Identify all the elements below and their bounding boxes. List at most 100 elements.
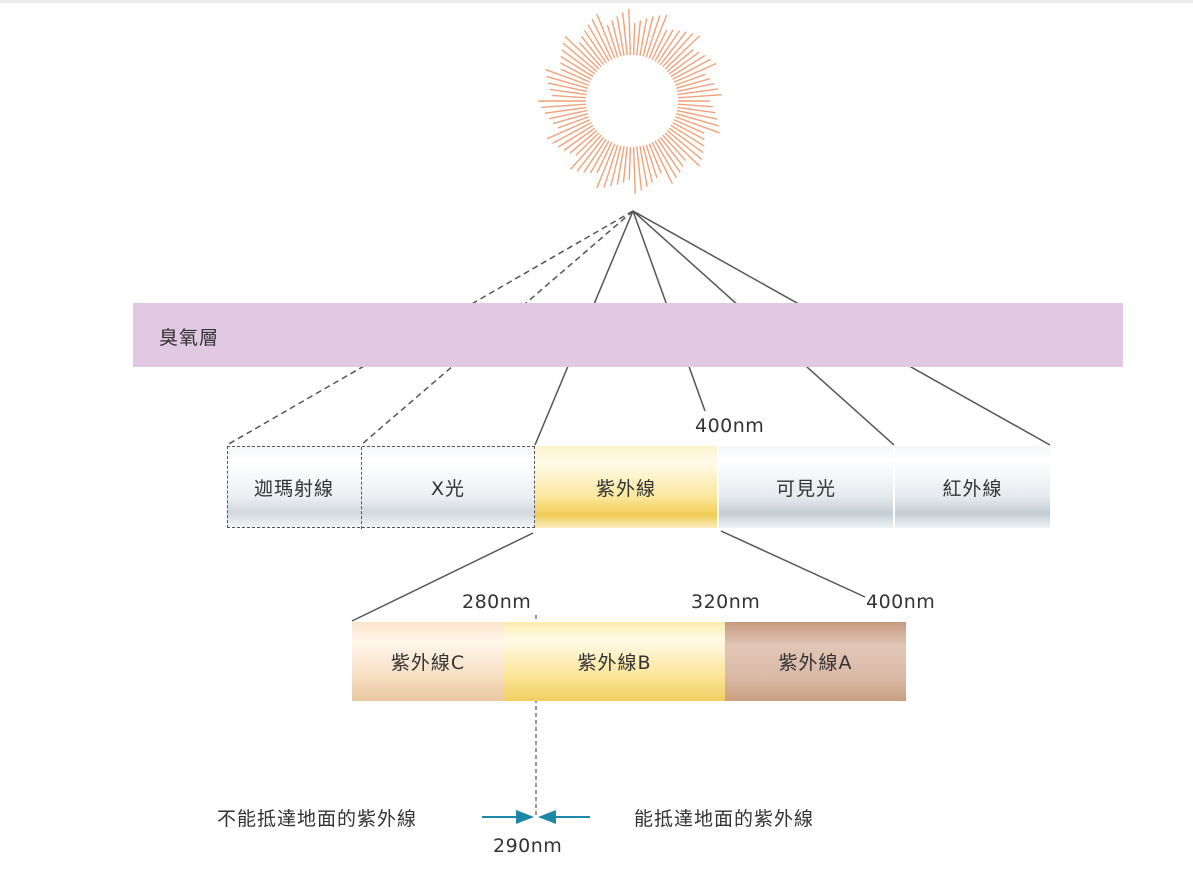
spectrum-segment-infrared: 紅外線 (895, 446, 1050, 528)
sun-ray (606, 24, 619, 58)
ground-boundary-arrows (482, 810, 590, 824)
sun-ray (673, 119, 705, 134)
sun-ray (557, 124, 594, 148)
top-frame-border (0, 0, 1193, 3)
sun-ray (673, 62, 717, 83)
sun-ray (569, 134, 602, 170)
sun-ray (636, 146, 643, 191)
sun-ray (580, 35, 605, 66)
sun-ray (642, 16, 654, 57)
label-400nm-visible: 400nm (695, 415, 765, 437)
sun-ray (564, 35, 600, 70)
sun-ray (657, 30, 681, 64)
sun-ray (596, 13, 616, 59)
sun-ray (672, 58, 711, 81)
sun-ray (561, 49, 596, 75)
sun-ray (664, 35, 701, 70)
spectrum-segment-gamma-xray (227, 446, 535, 529)
sun-ray (596, 142, 613, 174)
sun-core (588, 57, 676, 145)
sun-ray (668, 51, 700, 75)
label-290nm: 290nm (493, 835, 563, 857)
sun-ray (632, 23, 636, 56)
dashed-separator (361, 447, 362, 529)
sun-ray (677, 94, 722, 99)
uv-c-label: 紫外線C (390, 652, 466, 674)
sun-icon (538, 9, 722, 194)
cannot-reach-ground-note: 不能抵達地面的紫外線 (217, 808, 418, 830)
sun-ray (670, 54, 706, 78)
spectrum-label-visible: 可見光 (775, 477, 836, 500)
uv-c-band: 紫外線C (352, 622, 504, 701)
uv-b-band: 紫外線B (504, 622, 725, 701)
sun-ray (632, 146, 636, 194)
sun-ray (578, 41, 602, 68)
sun-ray (591, 18, 613, 60)
sun-ray (622, 12, 628, 56)
spectrum-segment-uv: 紫外線 (535, 446, 717, 528)
sun-ray (642, 145, 654, 183)
sun-ray (545, 68, 590, 86)
zoom-line-right (720, 530, 866, 598)
sun-ray (648, 14, 668, 59)
sun-ray (657, 138, 681, 173)
sun-ray (576, 136, 605, 172)
sun-ray (563, 127, 596, 151)
sun-ray (677, 103, 713, 108)
sun-ray (676, 78, 711, 89)
sun-ray (611, 20, 622, 57)
spectrum-segment-xray: X光 (361, 446, 535, 528)
sun-ray (587, 24, 610, 62)
label-280nm: 280nm (462, 591, 532, 613)
label-400nm-uva: 400nm (866, 591, 936, 613)
arrow-right-icon (516, 810, 534, 824)
can-reach-ground-note: 能抵達地面的紫外線 (634, 808, 815, 830)
sun-ray (622, 146, 628, 183)
sun-ray (560, 68, 591, 83)
arrow-left-icon (538, 810, 556, 824)
sun-ray (562, 42, 598, 72)
sun-ray (662, 32, 694, 68)
sun-ray (666, 130, 703, 161)
sun-ray (569, 130, 598, 154)
sun-ray (636, 20, 642, 56)
sun-ray (552, 94, 587, 99)
sun-ray (654, 140, 678, 179)
sun-ray (547, 82, 588, 93)
sun-ray (674, 116, 720, 134)
sun-ray (628, 9, 632, 56)
sun-ray (575, 132, 600, 156)
sun-ray (610, 145, 622, 187)
uv-b-label: 紫外線B (577, 652, 652, 674)
sun-ray (672, 121, 705, 141)
spectrum-label-infrared: 紅外線 (942, 477, 1003, 500)
sun-ray (544, 106, 587, 114)
sun-ray (639, 18, 648, 56)
sun-ray (552, 121, 592, 144)
sun-ray (645, 15, 661, 58)
sun-ray (670, 124, 705, 147)
spectrum-segment-gamma: 迦瑪射線 (227, 446, 361, 528)
sun-ray (664, 132, 701, 167)
sun-ray (676, 113, 719, 127)
sun-ray (639, 146, 648, 187)
spectrum-label-xray: X光 (430, 477, 466, 500)
sun-ray (560, 55, 594, 78)
sun-ray (589, 140, 610, 174)
ozone-layer-label: 臭氧層 (159, 327, 220, 349)
sun-ray (583, 138, 607, 173)
sun-ray (674, 73, 706, 86)
uv-a-band: 紫外線A (725, 622, 906, 701)
spectrum-label-gamma: 迦瑪射線 (253, 477, 334, 500)
sun-ray (662, 134, 687, 161)
sun-ray (668, 127, 704, 154)
sun-ray (560, 62, 592, 81)
sun-ray (676, 82, 715, 93)
sun-ray (677, 88, 719, 96)
sun-rays (538, 9, 722, 194)
sun-ray (583, 30, 607, 64)
sun-ray (628, 146, 632, 180)
sun-ray (546, 75, 588, 89)
sun-ray (541, 103, 587, 109)
